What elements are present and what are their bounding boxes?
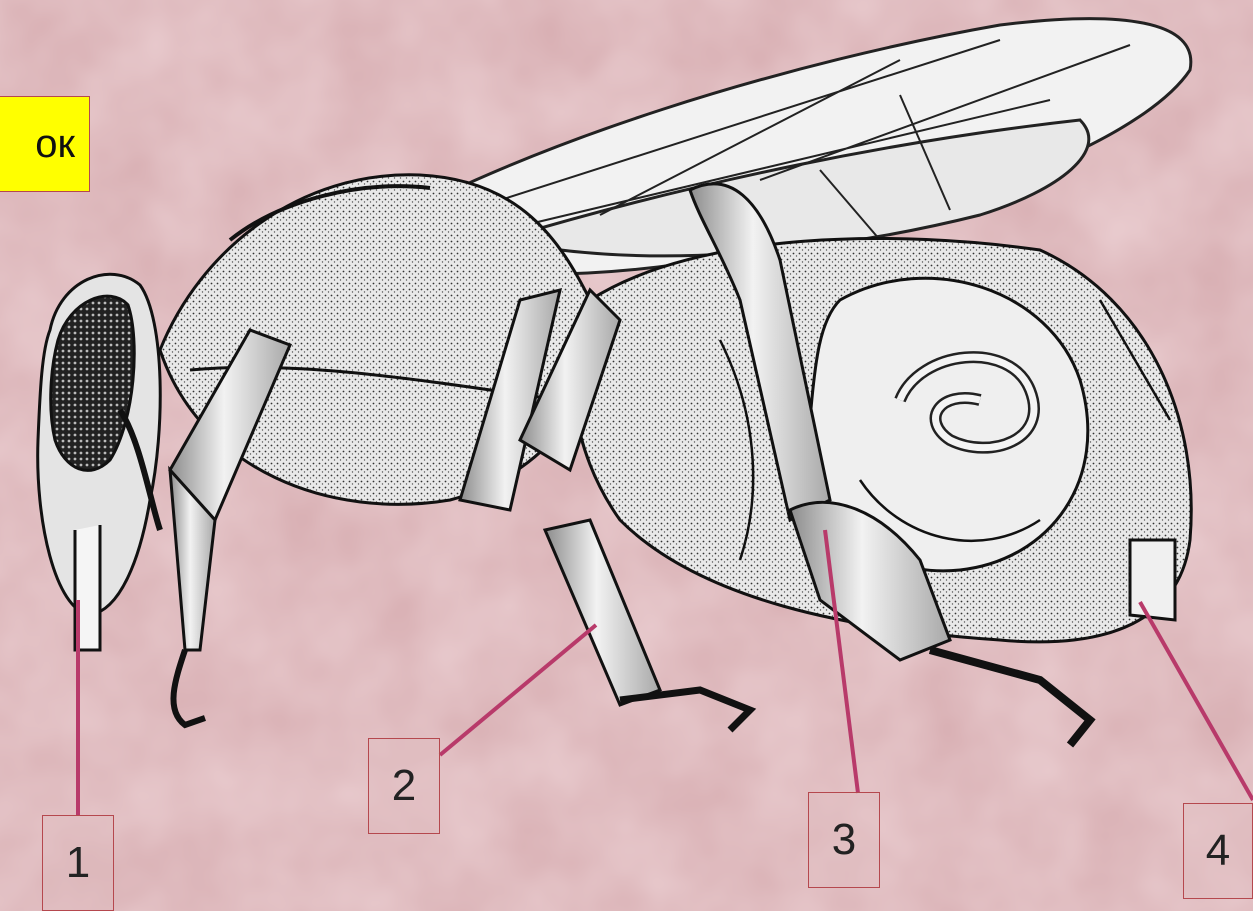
label-box-3: 3 (808, 792, 880, 888)
label-box-2: 2 (368, 738, 440, 834)
label-box-4: 4 (1183, 803, 1253, 899)
label-box-1: 1 (42, 815, 114, 911)
title-label: ок (0, 96, 90, 192)
